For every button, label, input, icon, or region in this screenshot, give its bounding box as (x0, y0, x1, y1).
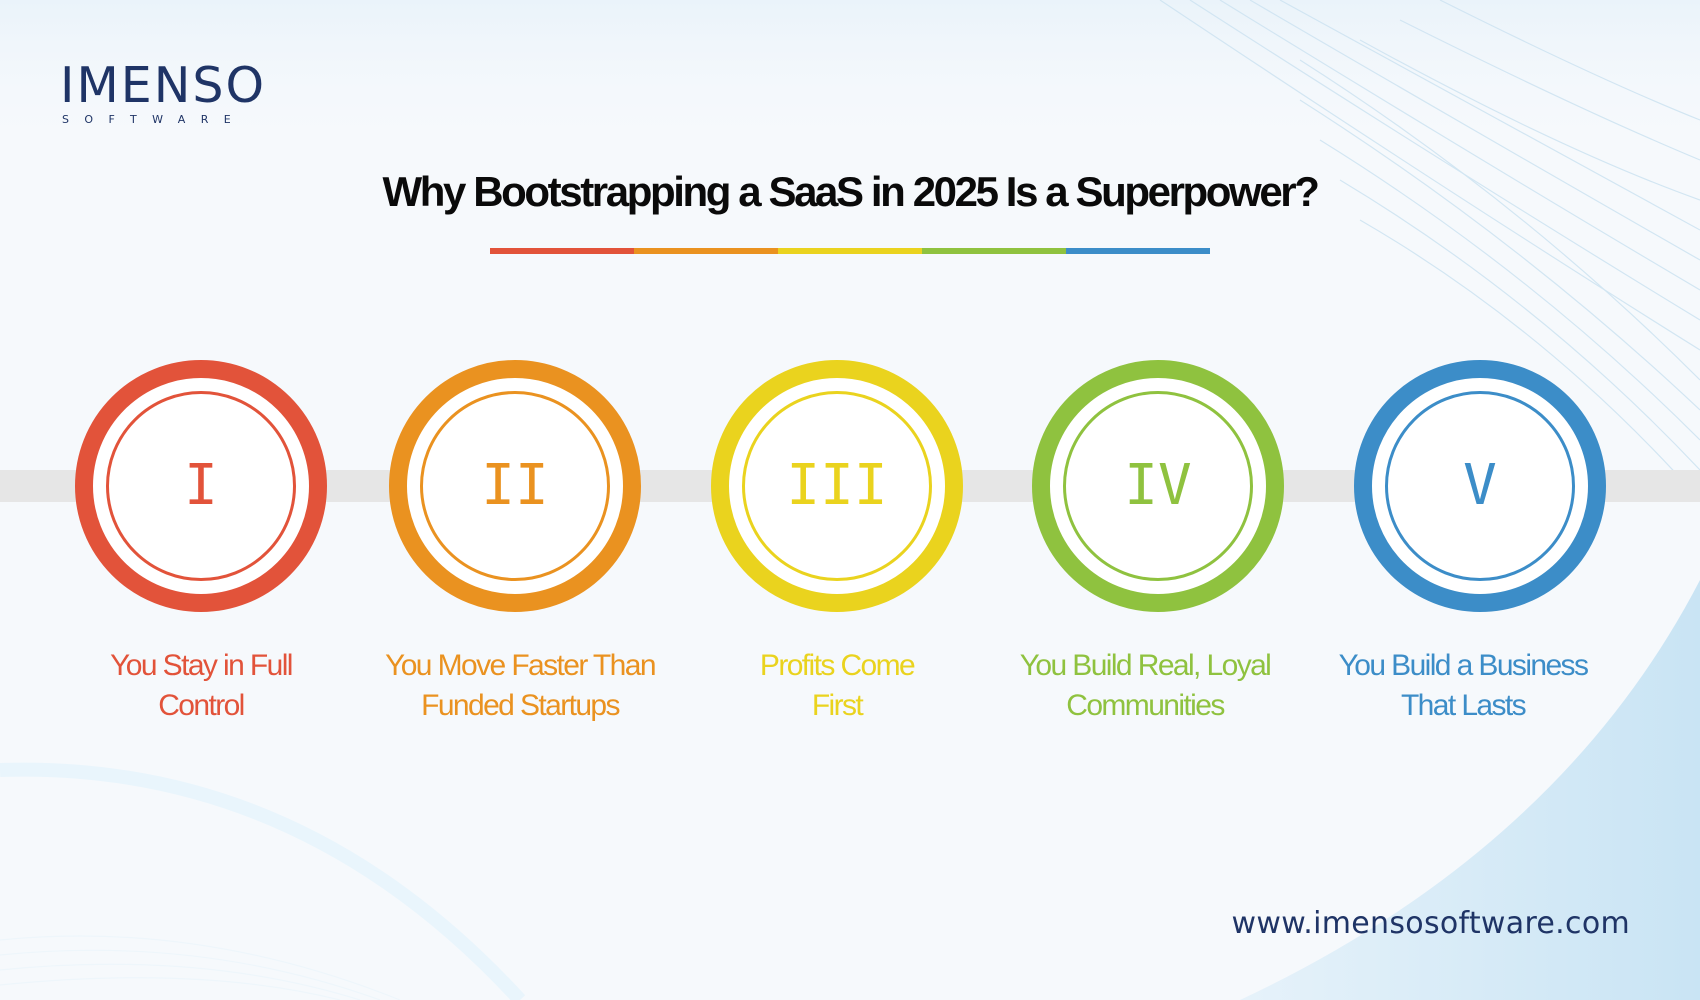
color-bar-segment-green (922, 248, 1066, 254)
color-bar-segment-blue (1066, 248, 1210, 254)
caption-line-1: You Move Faster Than (385, 649, 656, 682)
step-3-caption: Profits Come First (667, 646, 1007, 726)
logo-name: IMENSO (60, 57, 267, 114)
step-numeral: I (184, 453, 218, 518)
step-numeral: IV (1124, 453, 1192, 518)
inner-ring (420, 391, 610, 581)
outer-ring: III (711, 360, 963, 612)
caption-line-2: Funded Startups (421, 689, 620, 722)
inner-ring (1385, 391, 1575, 581)
step-1-caption: You Stay in Full Control (31, 646, 371, 726)
outer-ring: V (1354, 360, 1606, 612)
caption-line-1: You Build Real, Loyal (1019, 649, 1272, 682)
color-bar-segment-red (490, 248, 634, 254)
step-numeral: III (786, 453, 888, 518)
caption-line-1: Profits Come (759, 649, 916, 682)
outer-ring: II (389, 360, 641, 612)
outer-ring: IV (1032, 360, 1284, 612)
step-numeral: II (481, 453, 549, 518)
caption-line-2: Communities (1066, 689, 1225, 722)
title-color-bar (490, 248, 1210, 254)
page-title: Why Bootstrapping a SaaS in 2025 Is a Su… (382, 168, 1320, 215)
caption-line-2: That Lasts (1400, 689, 1527, 722)
step-2-caption: You Move Faster Than Funded Startups (350, 646, 690, 726)
outer-ring: I (75, 360, 327, 612)
caption-line-1: You Build a Business (1338, 649, 1589, 682)
website-link[interactable]: www.imensosoftware.com (1231, 906, 1630, 941)
inner-ring (1063, 391, 1253, 581)
caption-line-2: Control (158, 689, 245, 722)
inner-ring (742, 391, 932, 581)
caption-line-1: You Stay in Full (110, 649, 293, 682)
step-5-caption: You Build a Business That Lasts (1293, 646, 1633, 726)
logo-tagline: SOFTWARE (62, 113, 247, 126)
step-4-caption: You Build Real, Loyal Communities (975, 646, 1315, 726)
logo: IMENSO SOFTWARE (60, 60, 266, 127)
inner-ring (106, 391, 296, 581)
color-bar-segment-orange (634, 248, 778, 254)
color-bar-segment-yellow (778, 248, 922, 254)
step-numeral: V (1463, 453, 1497, 518)
caption-line-2: First (811, 689, 864, 722)
